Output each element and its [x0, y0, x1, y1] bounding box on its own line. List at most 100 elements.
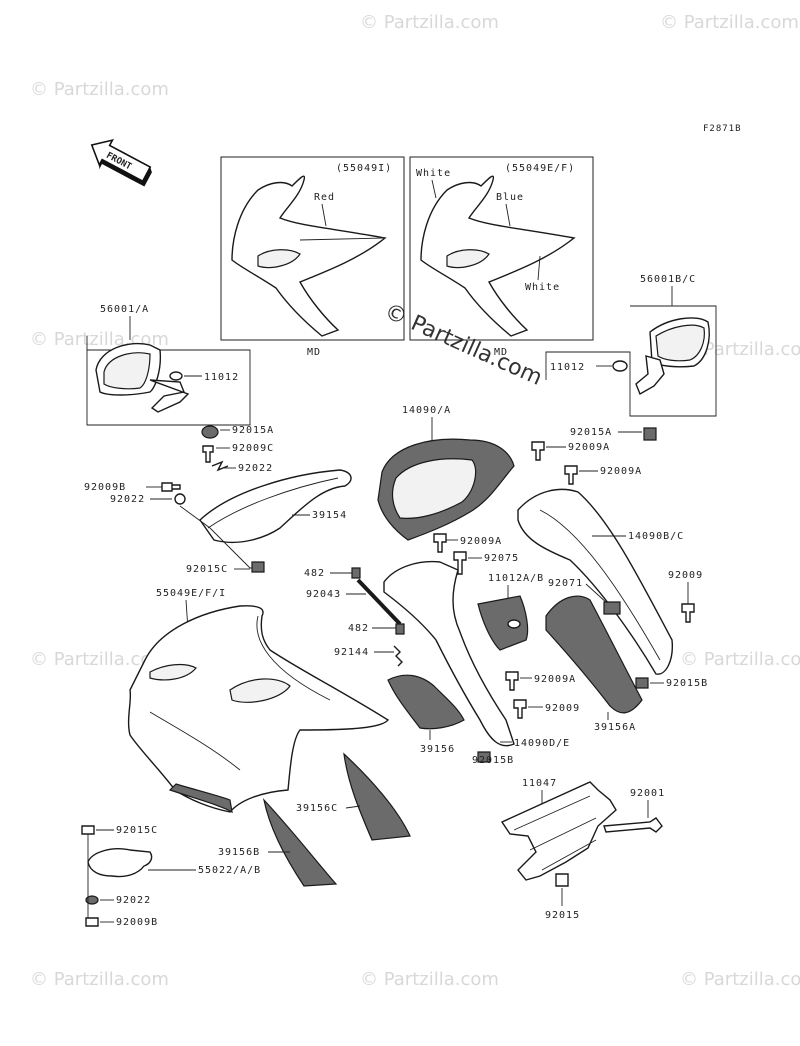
color-label-red: Red	[314, 192, 335, 203]
inset-frame	[409, 156, 594, 341]
panel-39156b: 39156B	[218, 798, 338, 887]
part-label: 39156	[420, 744, 455, 755]
inner-cover-edge	[539, 509, 661, 661]
part-label: 39156C	[296, 803, 338, 814]
part-label: 92071	[548, 578, 583, 589]
watermark: © Partzilla.com	[30, 649, 169, 670]
part-label: 92009A	[600, 466, 642, 477]
mirror-stem	[149, 379, 190, 413]
cowl-headlight	[229, 678, 291, 703]
inset-caption: MD	[307, 347, 321, 358]
cowl-outline	[420, 175, 576, 337]
cap-11012ab	[477, 595, 529, 651]
mirror-right-assembly: 56001B/C 11012 92015A	[545, 274, 717, 441]
part-label: 56001B/C	[640, 274, 696, 285]
watermark: © Partzilla.com	[30, 79, 169, 100]
stay-frame	[500, 781, 617, 881]
part-label: 14090/A	[402, 405, 451, 416]
nut-92015c	[251, 561, 265, 573]
cowl-lower-panel	[168, 783, 233, 814]
bracket-line	[86, 336, 251, 426]
part-label: 14090B/C	[628, 531, 684, 542]
panel-39156c: 39156C	[296, 752, 411, 841]
bolt-92009b	[85, 917, 99, 927]
part-label: 92144	[334, 647, 369, 658]
windscreen-edge	[207, 477, 339, 529]
part-label: 92009B	[116, 917, 158, 928]
spring-92022	[211, 460, 229, 472]
part-label: 92009	[668, 570, 703, 581]
part-label: 92015C	[186, 564, 228, 575]
part-label: 92075	[484, 553, 519, 564]
panel-shape	[343, 752, 411, 841]
meter-cover-window	[391, 458, 477, 519]
part-label: 92009C	[232, 443, 274, 454]
part-label: 92001	[630, 788, 665, 799]
part-label: 55049E/F/I	[156, 588, 226, 599]
cowl-stay-11047: 11047 92001 92015	[500, 778, 665, 921]
cap-hole	[507, 619, 521, 629]
bolt-92015c	[81, 825, 95, 835]
part-label: 92009B	[84, 482, 126, 493]
part-label: 11012	[550, 362, 585, 373]
part-label: 92022	[238, 463, 273, 474]
bolt-92009a	[531, 441, 545, 461]
color-label-blue: Blue	[496, 192, 524, 203]
inset-frame	[220, 156, 405, 341]
part-label: 92009A	[460, 536, 502, 547]
bolt-92009	[681, 603, 695, 623]
bracket-55022-assembly: 92015C 55022/A/B 92022 92009B	[81, 825, 260, 928]
cowl-vent	[149, 663, 197, 681]
watermark: © Partzilla.com	[360, 12, 499, 33]
windscreen-39154: 39154 92015C	[179, 469, 352, 575]
cowl-body	[127, 605, 390, 813]
color-label-white: White	[416, 168, 451, 179]
inset-caption: MD	[494, 347, 508, 358]
part-label: 39154	[312, 510, 347, 521]
leader-line	[299, 237, 386, 241]
color-label-white-lower: White	[525, 282, 560, 293]
washer-92022	[85, 895, 99, 905]
watermark: © Partzilla.com	[30, 969, 169, 990]
part-label: 39156A	[594, 722, 636, 733]
part-label: 482	[348, 623, 369, 634]
right-hardware: 92071 92009 92015B	[548, 570, 708, 689]
collar-482	[351, 567, 361, 579]
bracket-55022	[87, 848, 153, 878]
washer-92022	[174, 493, 186, 505]
nut-92015b	[635, 677, 649, 689]
inset-code: (55049E/F)	[505, 163, 575, 174]
part-label: 92015	[545, 910, 580, 921]
panel-shape	[262, 798, 338, 887]
part-label: 482	[304, 568, 325, 579]
grommet-92015a	[201, 425, 219, 439]
watermark: © Partzilla.com	[660, 12, 799, 33]
panel-39156: 39156	[387, 674, 465, 755]
upper-cowl-55049: 55049E/F/I	[127, 588, 390, 814]
part-label: 92015C	[116, 825, 158, 836]
inner-cover-shape	[517, 488, 673, 675]
bolt-92009a	[505, 671, 519, 691]
part-label: 92015B	[666, 678, 708, 689]
leader-line	[321, 203, 327, 227]
bolts-92009a: 92009A 92009A	[531, 441, 642, 485]
inset-55049ef: (55049E/F) White Blue White MD	[409, 156, 594, 358]
nut-92015a	[643, 427, 657, 441]
leader-line	[585, 583, 609, 605]
mirror-grommet	[169, 371, 183, 381]
pin-92043	[356, 578, 402, 626]
diagram-code: F2871B	[703, 124, 742, 134]
stay-inner-line	[513, 795, 597, 871]
meter-cover-14090a: 14090/A	[377, 405, 515, 541]
bolt-92009a	[433, 533, 447, 553]
panel-39156a: 39156A	[545, 595, 643, 733]
part-label: 92022	[116, 895, 151, 906]
bolt-92009c	[202, 445, 214, 463]
collar-482	[395, 623, 405, 635]
part-label: 92009A	[534, 674, 576, 685]
grommet-92071	[603, 601, 621, 615]
watermark: © Partzilla.com	[680, 649, 800, 670]
bolt-92075	[453, 551, 467, 575]
bolt-92009a	[564, 465, 578, 485]
windscreen-shape	[199, 469, 352, 543]
